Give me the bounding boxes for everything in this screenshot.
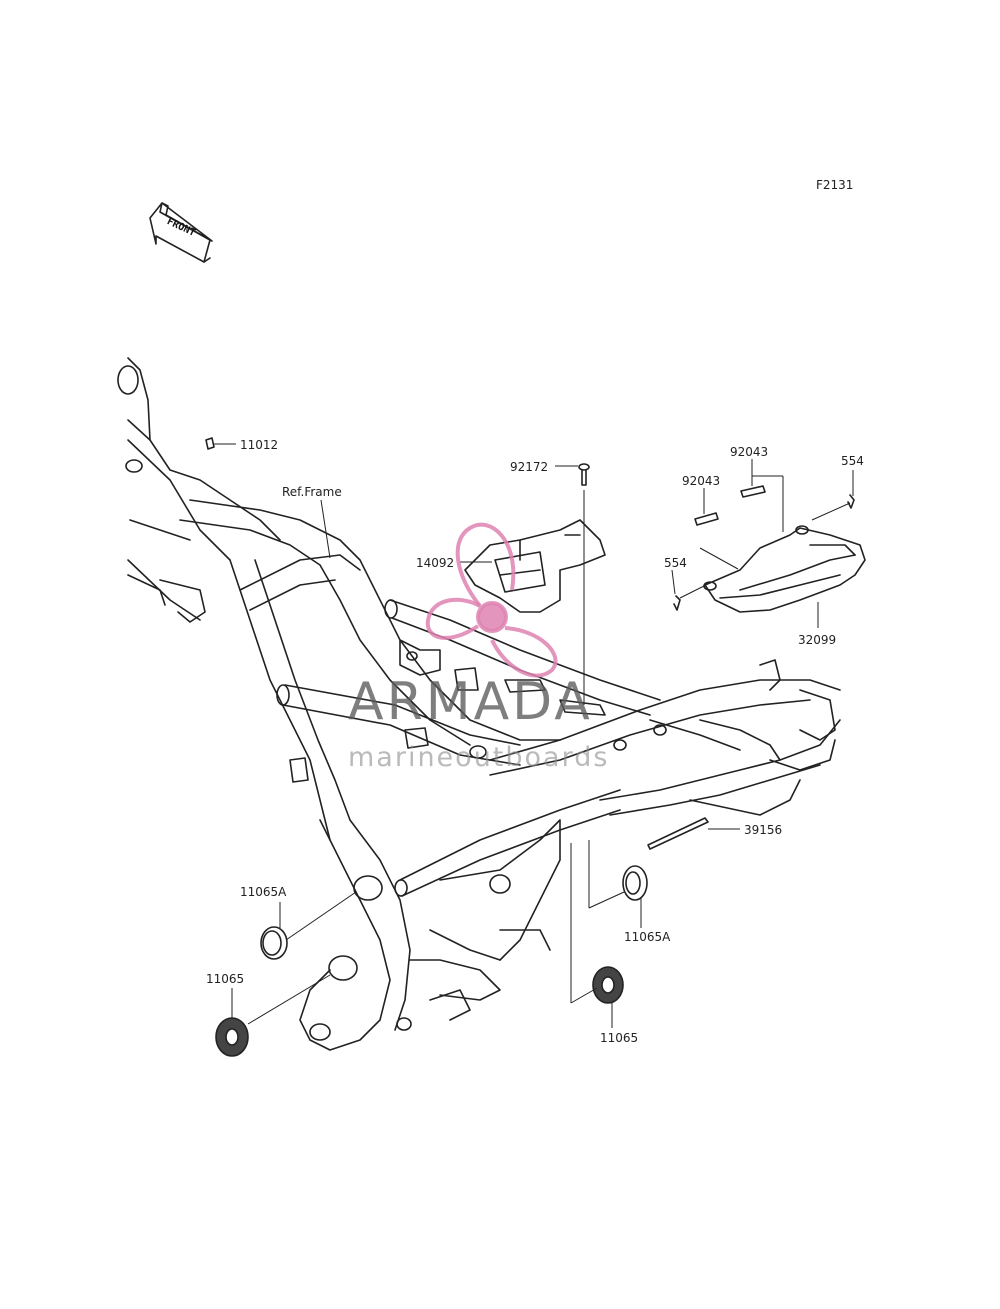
pin-92043-upper-icon [740, 485, 766, 498]
pin-92043-lower-icon [694, 512, 719, 526]
grommet-11065-right-icon [592, 966, 624, 1004]
frame-rear-subframe [469, 659, 841, 816]
strip-39156 [647, 817, 709, 850]
cover-32099 [703, 525, 866, 613]
figure-code: F2131 [816, 178, 854, 192]
part-label-14092[interactable]: 14092 [416, 556, 455, 570]
leader-lines [214, 443, 854, 1028]
cap-11012-icon [205, 437, 215, 450]
grommet-11065A-right-icon [622, 865, 648, 901]
watermark-subtitle: marineoutboards [348, 742, 610, 773]
part-label-11012[interactable]: 11012 [240, 438, 279, 452]
part-label-554-lower[interactable]: 554 [664, 556, 687, 570]
part-label-92043-lower[interactable]: 92043 [682, 474, 721, 488]
clip-554-lower-icon [673, 595, 681, 611]
grommet-11065-left-icon [215, 1017, 249, 1057]
frame-brackets [289, 639, 606, 783]
part-label-554-upper[interactable]: 554 [841, 454, 864, 468]
part-label-11065A-left[interactable]: 11065A [240, 885, 287, 899]
clip-554-upper-icon [847, 494, 855, 509]
bolt-92172-icon [578, 463, 590, 486]
front-arrow-icon [149, 202, 213, 263]
part-label-32099[interactable]: 32099 [798, 633, 837, 647]
reference-frame-label: Ref.Frame [282, 485, 342, 499]
watermark-title: ARMADA [348, 672, 593, 732]
part-label-11065A-right[interactable]: 11065A [624, 930, 671, 944]
part-label-92043-upper[interactable]: 92043 [730, 445, 769, 459]
part-label-11065-left[interactable]: 11065 [206, 972, 245, 986]
frame-headstock [117, 357, 281, 623]
frame-upper-rails [179, 499, 561, 841]
part-label-39156[interactable]: 39156 [744, 823, 783, 837]
bracket-14092 [464, 519, 606, 613]
part-label-11065-right[interactable]: 11065 [600, 1031, 639, 1045]
part-label-92172[interactable]: 92172 [510, 460, 549, 474]
frame-lower-section [299, 819, 561, 1051]
grommet-11065A-left-icon [260, 926, 288, 960]
